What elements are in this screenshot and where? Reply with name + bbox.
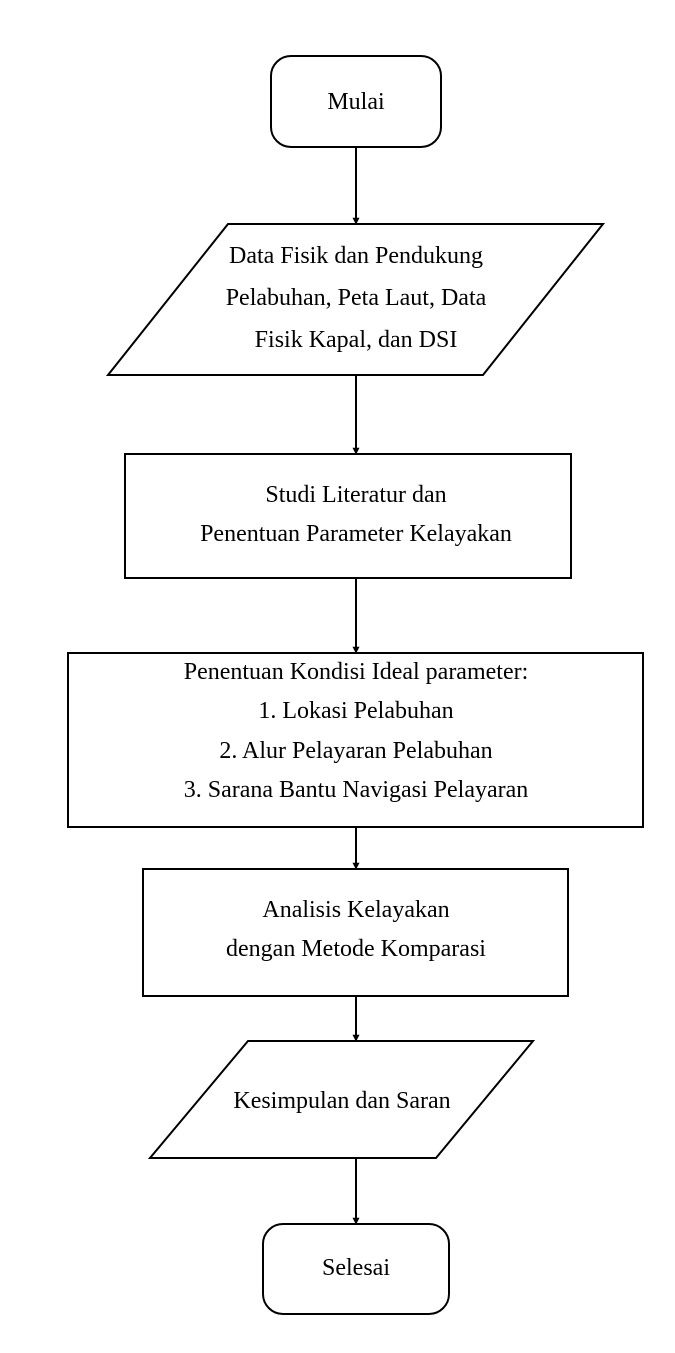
node-ideal-conditions-line-4: 3. Sarana Bantu Navigasi Pelayaran (184, 777, 529, 803)
node-analysis-line-2: dengan Metode Komparasi (226, 936, 486, 962)
node-conclusion-label: Kesimpulan dan Saran (233, 1088, 450, 1114)
node-conclusion: Kesimpulan dan Saran (147, 1040, 536, 1159)
node-literature: Studi Literatur dan Penentuan Parameter … (124, 453, 572, 579)
node-input-data: Data Fisik dan Pendukung Pelabuhan, Peta… (105, 223, 606, 376)
node-input-data-line-1: Data Fisik dan Pendukung (229, 243, 483, 269)
node-literature-line-1: Studi Literatur dan (265, 482, 446, 508)
node-analysis-line-1: Analisis Kelayakan (262, 897, 449, 923)
node-start: Mulai (270, 55, 442, 148)
node-input-data-line-3: Fisik Kapal, dan DSI (255, 327, 458, 353)
node-start-label: Mulai (327, 89, 385, 115)
node-analysis: Analisis Kelayakan dengan Metode Kompara… (142, 868, 569, 997)
node-literature-line-2: Penentuan Parameter Kelayakan (200, 521, 512, 547)
node-end: Selesai (262, 1223, 450, 1315)
node-ideal-conditions-line-1: Penentuan Kondisi Ideal parameter: (184, 659, 529, 685)
node-ideal-conditions-line-3: 2. Alur Pelayaran Pelabuhan (219, 738, 492, 764)
node-ideal-conditions: Penentuan Kondisi Ideal parameter: 1. Lo… (67, 652, 644, 828)
node-end-label: Selesai (322, 1255, 390, 1281)
node-ideal-conditions-line-2: 1. Lokasi Pelabuhan (258, 698, 453, 724)
node-input-data-line-2: Pelabuhan, Peta Laut, Data (226, 285, 487, 311)
